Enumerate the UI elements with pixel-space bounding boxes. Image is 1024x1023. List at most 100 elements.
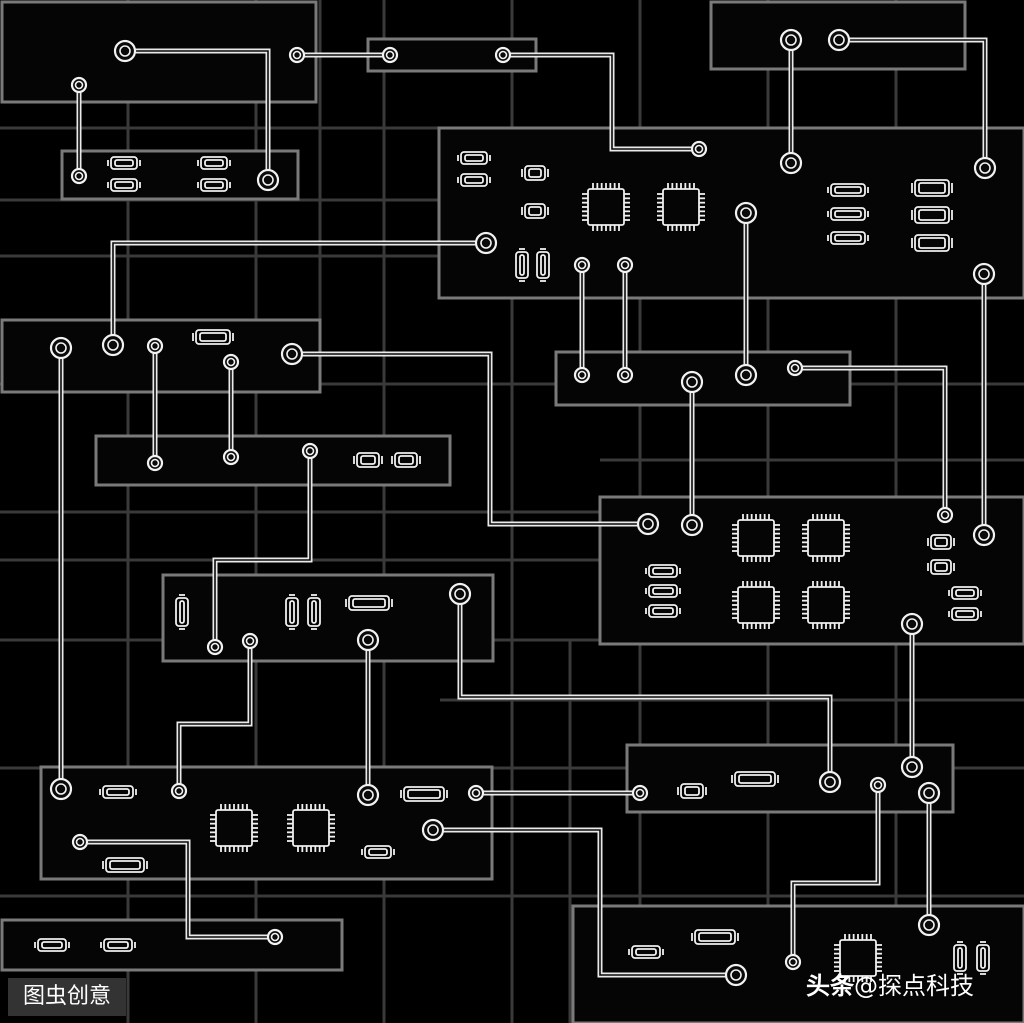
watermark-handle: @探点科技 <box>854 972 974 1000</box>
smd-component <box>345 595 393 611</box>
pad <box>917 781 941 805</box>
traces <box>58 37 988 978</box>
pad <box>827 28 851 52</box>
pad <box>146 454 164 472</box>
watermark-brand: 头条 <box>806 972 854 1000</box>
pad <box>288 46 306 64</box>
module <box>0 318 322 394</box>
trace-core <box>178 641 251 791</box>
pad <box>734 363 758 387</box>
pad <box>779 151 803 175</box>
pad <box>70 76 88 94</box>
pad-hole <box>788 957 798 967</box>
pad <box>631 784 649 802</box>
smd-component <box>911 206 953 224</box>
smd-component <box>953 941 967 975</box>
pad <box>421 818 445 842</box>
pad <box>146 337 164 355</box>
pad-hole <box>635 788 645 798</box>
smd-component <box>948 607 982 621</box>
pad-hole <box>362 634 374 646</box>
pad <box>786 359 804 377</box>
pad-hole <box>174 786 184 796</box>
trace-core <box>433 829 736 976</box>
pad-hole <box>740 369 752 381</box>
pad <box>972 523 996 547</box>
pad <box>301 442 319 460</box>
pad-hole <box>262 174 274 186</box>
pad-hole <box>923 787 935 799</box>
pad <box>467 784 485 802</box>
trace-core <box>112 242 486 345</box>
pad <box>973 156 997 180</box>
smd-component <box>827 183 869 197</box>
pad <box>734 201 758 225</box>
trace-core <box>292 353 648 525</box>
smd-component <box>307 594 321 630</box>
smd-component <box>927 559 955 575</box>
pad-hole <box>620 370 630 380</box>
pad-hole <box>471 788 481 798</box>
watermark-author: 头条@探点科技 <box>806 966 974 1006</box>
ic-chip <box>802 514 850 562</box>
pad <box>900 755 924 779</box>
module <box>554 350 852 407</box>
pad-hole <box>785 34 797 46</box>
pad-hole <box>790 363 800 373</box>
pad <box>70 167 88 185</box>
trace-core <box>214 451 311 647</box>
pad <box>573 256 591 274</box>
pad <box>972 262 996 286</box>
trace-core <box>795 367 946 515</box>
pad <box>690 140 708 158</box>
ic-chip <box>582 183 630 231</box>
pad-hole <box>74 171 84 181</box>
trace-core <box>792 785 879 962</box>
pad <box>256 168 280 192</box>
pad-hole <box>74 80 84 90</box>
pad-hole <box>55 783 67 795</box>
pad-hole <box>686 519 698 531</box>
pad <box>266 928 284 946</box>
smd-component <box>515 248 529 282</box>
module <box>625 743 955 814</box>
pad <box>900 612 924 636</box>
smd-component <box>927 534 955 550</box>
pad <box>222 353 240 371</box>
trace-core <box>839 39 986 168</box>
smd-component <box>457 151 491 165</box>
pad <box>170 782 188 800</box>
pad <box>49 777 73 801</box>
module <box>598 495 1024 646</box>
pad-hole <box>730 969 742 981</box>
pad-hole <box>226 357 236 367</box>
pad <box>206 638 224 656</box>
trace-core <box>80 841 275 938</box>
smd-component <box>107 178 141 192</box>
pad-hole <box>75 837 85 847</box>
pad <box>448 582 472 606</box>
smd-component <box>197 178 231 192</box>
smd-component <box>521 203 549 219</box>
smd-component <box>645 584 681 598</box>
smd-component <box>536 248 550 282</box>
pads <box>49 28 997 987</box>
smd-component <box>827 207 869 221</box>
pad-hole <box>686 376 698 388</box>
ic-chip <box>732 581 780 629</box>
pad-hole <box>305 446 315 456</box>
smd-component <box>34 938 70 952</box>
pad-hole <box>498 50 508 60</box>
module <box>0 918 344 972</box>
smd-component <box>353 452 383 468</box>
pad-hole <box>107 339 119 351</box>
pad-hole <box>694 144 704 154</box>
pad-hole <box>824 776 836 788</box>
ic-chip <box>657 183 705 231</box>
smd-component <box>521 165 549 181</box>
pad <box>936 506 954 524</box>
smd-component <box>628 945 664 959</box>
pad <box>356 783 380 807</box>
pad-hole <box>873 780 883 790</box>
